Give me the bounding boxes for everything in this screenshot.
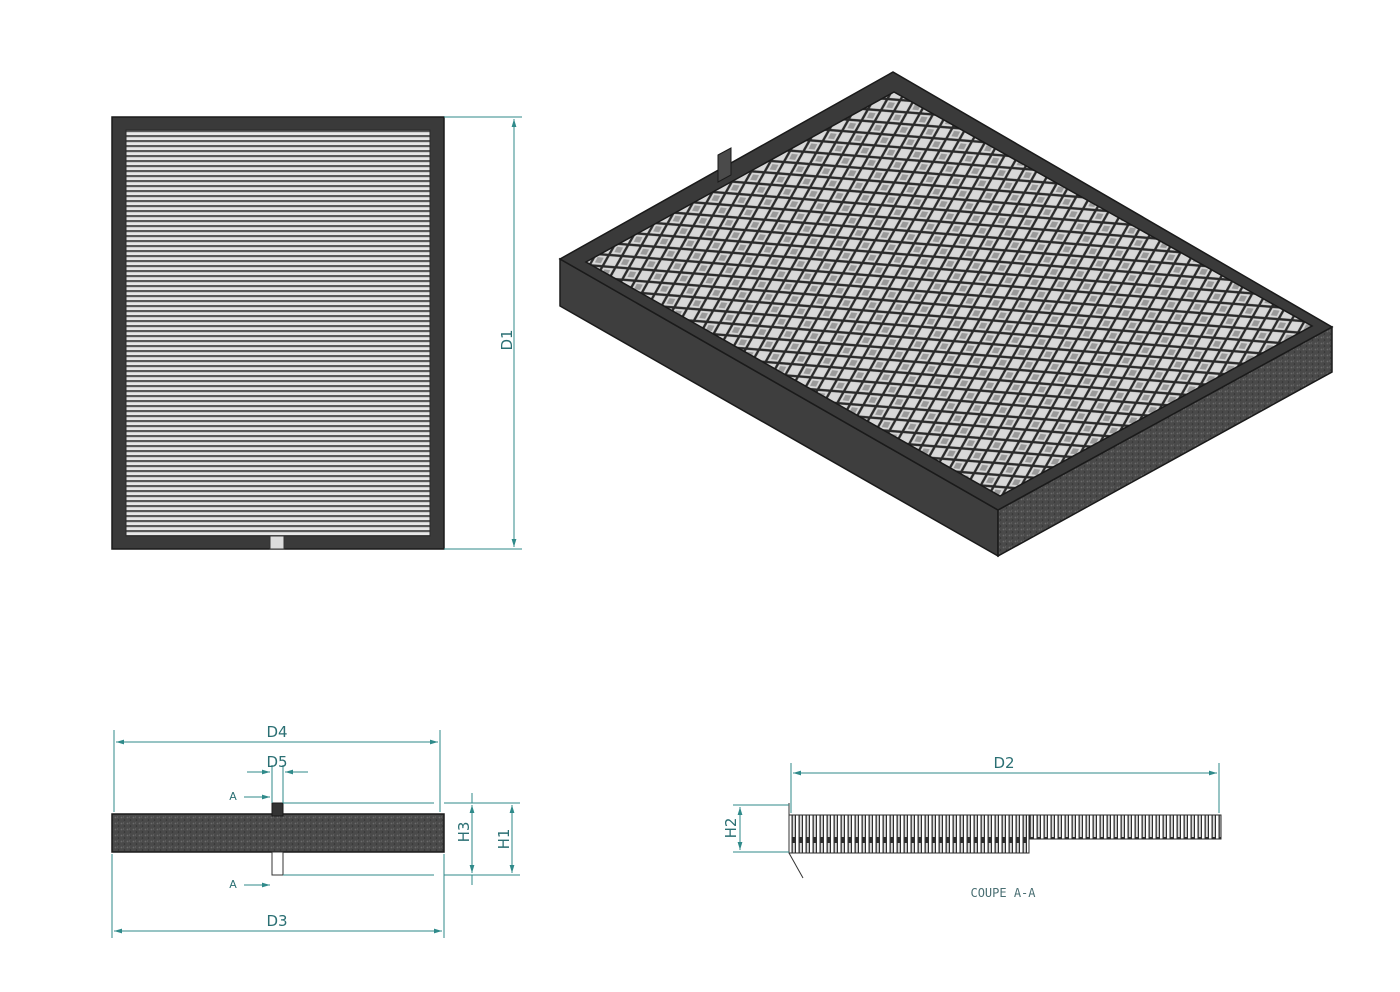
section-view-pleats-right [1028,814,1222,840]
dimension-label-d4: D4 [266,723,287,741]
dimension-label-h2: H2 [722,818,740,839]
dimension-label-h1: H1 [495,829,513,850]
front-view [111,116,445,550]
side-view-bottom-tab [271,851,284,876]
section-caption: COUPE A-A [970,886,1036,900]
dimension-d2: D2 [790,754,1220,813]
side-view [111,802,445,876]
section-view [788,803,1222,879]
dimension-d1: D1 [444,116,522,550]
dimension-label-d1: D1 [498,329,516,350]
dimension-h2: H2 [722,804,789,853]
iso-mesh-panel [584,91,1314,497]
dimension-h3: H3 [444,793,480,885]
dimension-label-h3: H3 [455,822,473,843]
isometric-view [558,71,1334,558]
front-view-bottom-tab [269,535,285,550]
section-mark-top: A [229,790,237,803]
dimension-d4: D4 [113,723,441,812]
dimension-label-d2: D2 [993,754,1014,772]
dimension-d5: D5 [247,753,308,803]
iso-tab [717,147,732,183]
side-view-body [111,813,445,853]
section-view-pleats-left [788,814,1030,854]
section-mark-bottom: A [229,878,237,891]
dimension-d3: D3 [111,854,445,938]
dimension-label-d5: D5 [266,753,287,771]
side-view-top-tab [271,802,284,817]
dimension-h1: H1 [444,802,520,876]
dimension-label-d3: D3 [266,912,287,930]
front-view-pleated-media [125,129,431,537]
section-marks: A A [229,790,270,891]
